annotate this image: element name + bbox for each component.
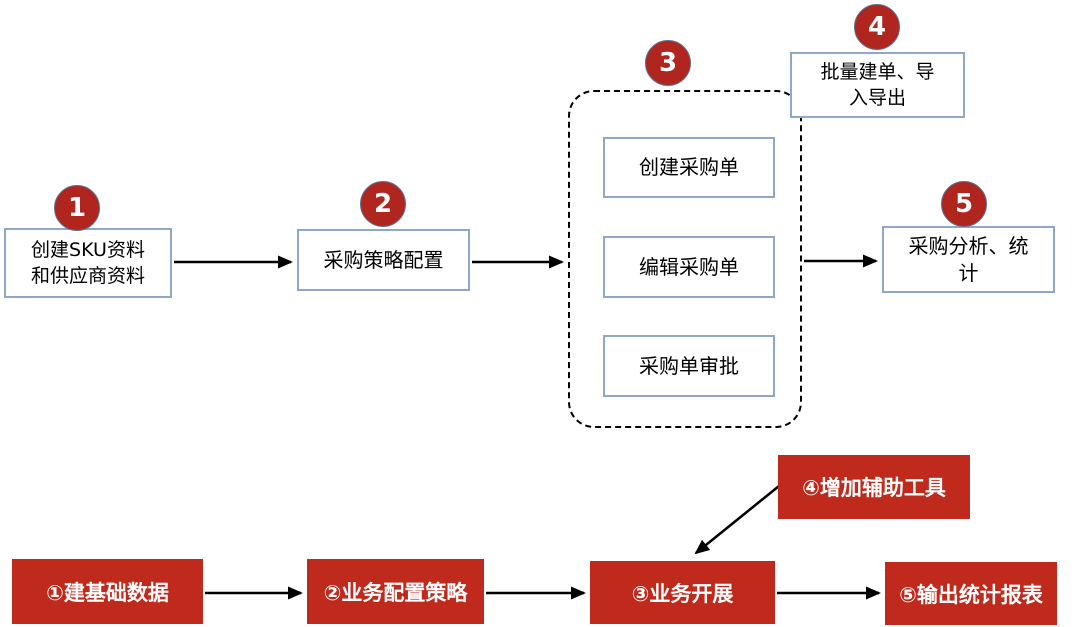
stage-output-reports-box: ⑤输出统计报表 bbox=[885, 562, 1057, 625]
arrow-aux-to-stage3 bbox=[694, 485, 780, 555]
stage-business-box: ③业务开展 bbox=[590, 561, 775, 624]
step-badge-4: 4 bbox=[854, 4, 900, 50]
po-management-group bbox=[568, 90, 802, 428]
step-badge-1: 1 bbox=[54, 185, 100, 231]
stage-aux-tools-box: ④增加辅助工具 bbox=[778, 455, 970, 519]
stage-build-data-box: ①建基础数据 bbox=[12, 559, 203, 624]
procurement-strategy-box: 采购策略配置 bbox=[297, 229, 470, 291]
stage-config-strategy-box: ②业务配置策略 bbox=[307, 559, 484, 624]
step-badge-3: 3 bbox=[645, 40, 691, 86]
step-badge-2: 2 bbox=[360, 181, 406, 227]
batch-import-export-box: 批量建单、导 入导出 bbox=[790, 52, 965, 118]
analysis-stats-box: 采购分析、统 计 bbox=[882, 226, 1055, 293]
approve-po-box: 采购单审批 bbox=[603, 335, 775, 397]
edit-po-box: 编辑采购单 bbox=[603, 236, 775, 298]
sku-supplier-box: 创建SKU资料 和供应商资料 bbox=[4, 228, 172, 298]
step-badge-5: 5 bbox=[941, 181, 987, 227]
create-po-box: 创建采购单 bbox=[603, 137, 775, 198]
